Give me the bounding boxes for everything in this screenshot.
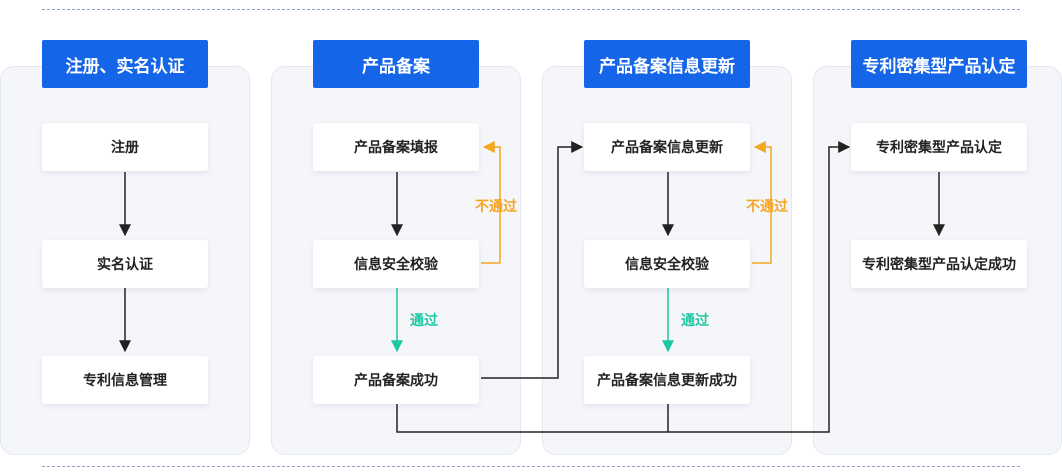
stage-2-title: 产品备案	[313, 40, 479, 88]
node-record-fill: 产品备案填报	[313, 123, 479, 171]
label-fail-3: 不通过	[746, 199, 788, 215]
arrow-check-fail-loop-2	[481, 141, 501, 264]
arrow-check-fail-loop-3	[752, 141, 772, 264]
node-record-update-success: 产品备案信息更新成功	[584, 356, 750, 404]
bottom-dashed-line	[42, 466, 1020, 467]
node-patent-intensive-cert-success: 专利密集型产品认定成功	[851, 240, 1027, 288]
stage-4-title: 专利密集型产品认定	[851, 40, 1027, 88]
node-patent-info-manage: 专利信息管理	[42, 356, 208, 404]
label-pass-2: 通过	[410, 313, 438, 329]
node-real-name-auth: 实名认证	[42, 240, 208, 288]
node-register: 注册	[42, 123, 208, 171]
node-security-check-3: 信息安全校验	[584, 240, 750, 288]
stage-3-title: 产品备案信息更新	[584, 40, 750, 88]
stage-1-title: 注册、实名认证	[42, 40, 208, 88]
node-record-success: 产品备案成功	[313, 356, 479, 404]
node-record-update: 产品备案信息更新	[584, 123, 750, 171]
label-pass-3: 通过	[681, 313, 709, 329]
arrow-success-to-patent-cert	[396, 141, 851, 433]
node-security-check-2: 信息安全校验	[313, 240, 479, 288]
arrow-record-success-to-update	[481, 141, 584, 379]
label-fail-2: 不通过	[475, 199, 517, 215]
top-dashed-line	[42, 9, 1020, 10]
node-patent-intensive-cert: 专利密集型产品认定	[851, 123, 1027, 171]
